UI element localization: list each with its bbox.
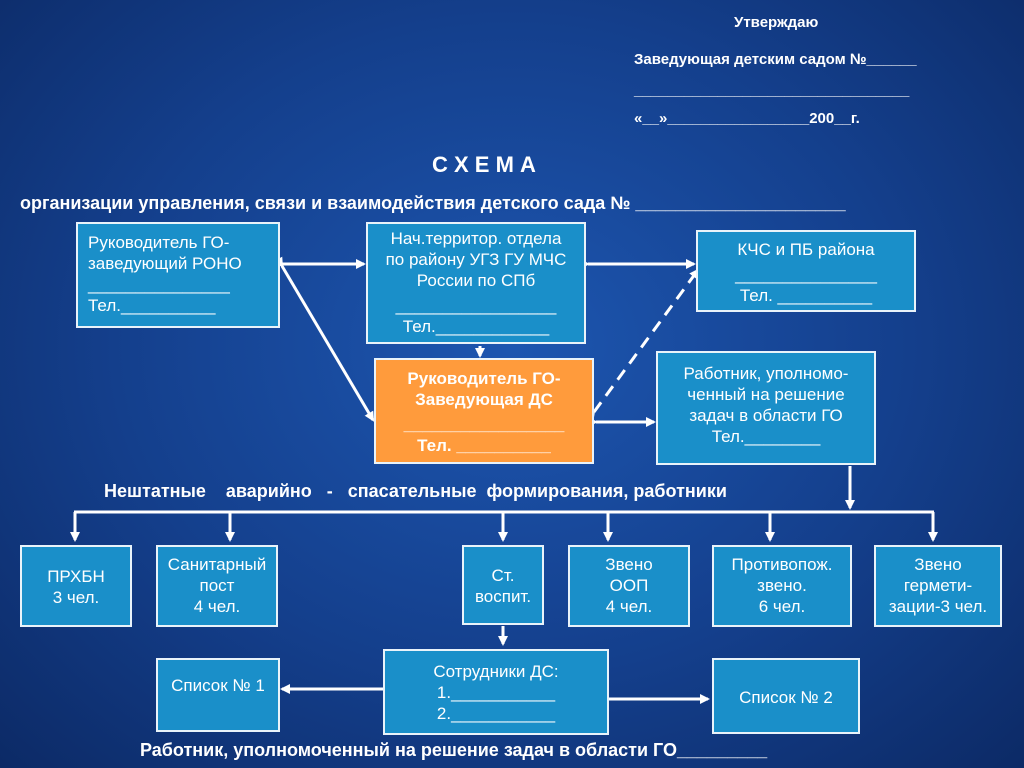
rono-head-box: Руководитель ГО- заведующий РОНО _______… (76, 222, 280, 328)
box-line: ПРХБН (47, 567, 105, 586)
box-line: воспит. (474, 587, 532, 606)
prhbn-box: ПРХБН 3 чел. (20, 545, 132, 627)
formations-label: Нештатные аварийно - спасательные формир… (104, 481, 727, 501)
box-line: КЧС и ПБ района (737, 240, 875, 259)
box-line: Тел. __________ (417, 436, 551, 455)
head-kindergarten-box: Руководитель ГО- Заведующая ДС _________… (374, 358, 594, 464)
box-line: 6 чел. (758, 597, 806, 616)
approval-signature-line: _________________________________ (634, 82, 910, 99)
box-line: 2.___________ (436, 704, 556, 723)
approval-position: Заведующая детским садом №______ (634, 51, 917, 68)
box-line: Тел. __________ (739, 286, 873, 305)
box-line: Список № 1 (171, 676, 265, 695)
box-line: Тел.__________ (88, 296, 216, 315)
footer-responsible-worker: Работник, уполномоченный на решение зада… (140, 740, 768, 760)
approval-date-line: «__»_________________200__г. (634, 110, 860, 127)
box-line: Нач.территор. отдела (390, 229, 562, 248)
box-line: гермети- (903, 576, 973, 595)
box-line: 3 чел. (52, 588, 100, 607)
box-line: Руководитель ГО- (88, 233, 230, 252)
staff-box: Сотрудники ДС: 1.___________ 2._________… (383, 649, 609, 735)
box-line: Руководитель ГО- (407, 369, 561, 388)
box-line: ООП (609, 576, 649, 595)
page-title: С Х Е М А (432, 152, 536, 177)
box-line: зации-3 чел. (888, 597, 988, 616)
box-line: задач в области ГО (689, 406, 843, 425)
box-line: Ст. (491, 566, 515, 585)
arrow-head-kchs-dashed (585, 268, 700, 422)
box-line: звено. (757, 576, 807, 595)
box-line: Тел.____________ (402, 317, 550, 336)
firefighting-unit-box: Противопож. звено. 6 чел. (712, 545, 852, 627)
box-line: 4 чел. (605, 597, 653, 616)
sealing-unit-box: Звено гермети- зации-3 чел. (874, 545, 1002, 627)
territory-dept-box: Нач.территор. отдела по району УГЗ ГУ МЧ… (366, 222, 586, 344)
box-line: ченный на решение (687, 385, 845, 404)
box-line: 1.___________ (436, 683, 556, 702)
box-line: _______________ (735, 265, 877, 284)
box-line: заведующий РОНО (88, 254, 242, 273)
box-line: Заведующая ДС (415, 390, 553, 409)
senior-teacher-box: Ст. воспит. (462, 545, 544, 625)
box-line: Противопож. (731, 555, 833, 574)
sanitary-post-box: Санитарный пост 4 чел. (156, 545, 278, 627)
box-line: России по СПб (416, 271, 536, 290)
box-line: Санитарный (167, 555, 267, 574)
kchs-box: КЧС и ПБ района _______________ Тел. ___… (696, 230, 916, 312)
approval-heading: Утверждаю (734, 14, 819, 31)
box-line: Работник, уполномо- (683, 364, 849, 383)
box-line: 4 чел. (193, 597, 241, 616)
list-2-box: Список № 2 (712, 658, 860, 734)
box-line: Звено (605, 555, 653, 574)
zveno-oop-box: Звено ООП 4 чел. (568, 545, 690, 627)
box-line: Тел.________ (711, 427, 821, 446)
civil-defense-worker-box: Работник, уполномо- ченный на решение за… (656, 351, 876, 465)
box-line: пост (199, 576, 235, 595)
arrow-rono-head (273, 256, 375, 422)
box-line: _________________ (395, 296, 557, 315)
box-line: _______________ (88, 275, 230, 294)
box-line: _________________ (403, 415, 565, 434)
box-line: Список № 2 (739, 688, 833, 707)
page-subtitle: организации управления, связи и взаимоде… (20, 193, 846, 213)
box-line: по району УГЗ ГУ МЧС (385, 250, 567, 269)
list-1-box: Список № 1 (156, 658, 280, 732)
box-line: Звено (914, 555, 962, 574)
box-line: Сотрудники ДС: (433, 662, 559, 681)
